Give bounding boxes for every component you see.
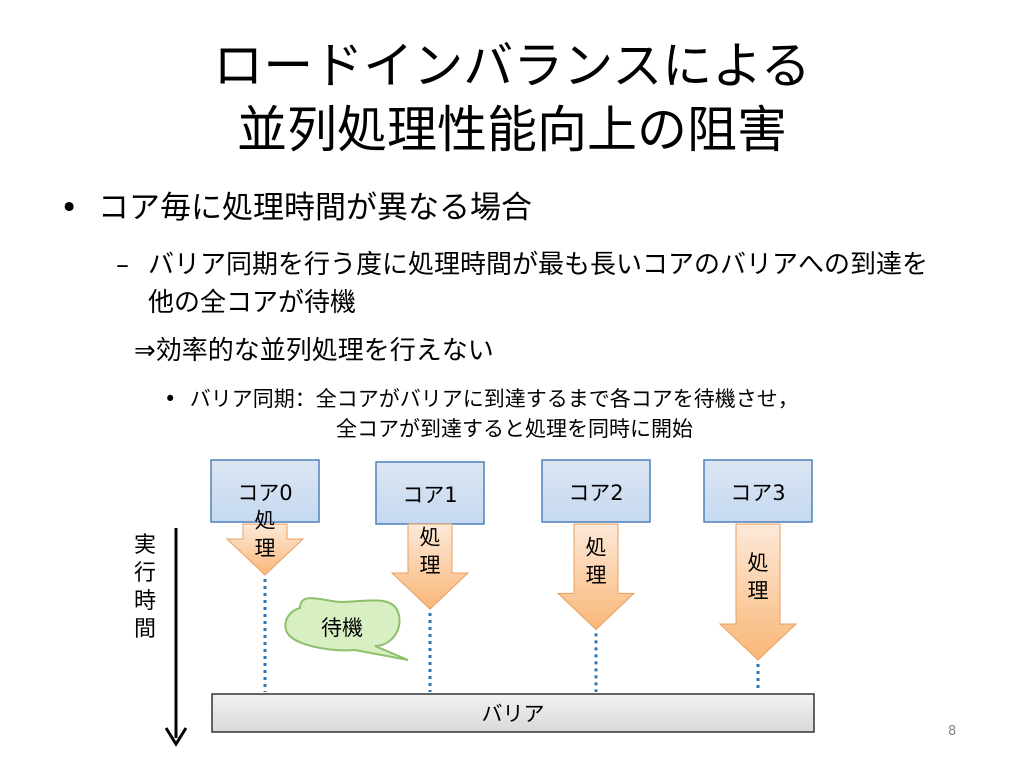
core-box [541,459,651,523]
core-column: コア1 処理 [375,461,485,692]
core-column: コア3 処理 [703,459,813,692]
process-arrow [225,523,305,576]
process-label: 理 [748,579,769,603]
bullet-level3: • バリア同期：全コアがバリアに到達するまで各コアを待機させ， 全コアが到達する… [164,384,799,444]
process-label: 処 [748,551,769,575]
title-line-2: 並列処理性能向上の阻害 [237,101,787,159]
core-label: コア1 [402,483,457,507]
bullet-dash-icon: – [116,250,129,280]
process-label: 処 [420,526,441,550]
barrier-definition: 全コアがバリアに到達するまで各コアを待機させ， [315,387,799,411]
time-axis-arrow-icon [164,727,188,747]
core-column: コア2 処理 [541,459,651,692]
axis-label-char: 行 [134,561,156,586]
axis-label-char: 実 [134,533,156,558]
barrier-definition-cont: 全コアが到達すると処理を同時に開始 [336,417,693,441]
title-line-1: ロードインバランスによる [213,37,811,95]
barrier-term: バリア同期： [189,387,316,411]
bullet-level2-text: バリア同期を行う度に処理時間が最も長いコアのバリアへの到達を他の全コアが待機 [148,250,929,318]
wait-label: 待機 [321,616,363,640]
core-label: コア3 [730,481,785,505]
core-box [210,459,320,523]
process-label: 処 [255,509,276,533]
bullet-level1: • コア毎に処理時間が異なる場合 [60,186,532,230]
process-arrow [390,523,470,610]
axis-label-char: 間 [134,617,156,642]
time-axis-label: 実 行 時 間 [134,533,156,642]
process-label: 理 [586,564,607,588]
conclusion-text: ⇒効率的な並列処理を行えない [134,336,494,366]
bullet-dot-icon: • [60,190,79,226]
process-label: 処 [586,536,607,560]
core-label: コア0 [237,481,292,505]
bullet-small-dot-icon: • [164,387,190,411]
barrier-label: バリア [482,702,545,726]
process-arrow [718,523,798,661]
process-arrow [556,523,636,631]
slide-title: ロードインバランスによる 並列処理性能向上の阻害 [0,34,1024,162]
process-label: 理 [255,537,276,561]
axis-label-char: 時 [134,589,156,614]
core-box [703,459,813,523]
barrier-rect [211,693,815,733]
page-number: 8 [948,724,957,739]
barrier-bar: バリア [211,693,815,733]
bullet-level1-text: コア毎に処理時間が異なる場合 [98,190,532,226]
core-column: コア0 処理 [210,459,320,692]
core-label: コア2 [568,481,623,505]
process-label: 理 [420,554,441,578]
wait-bubble: 待機 [284,597,409,661]
